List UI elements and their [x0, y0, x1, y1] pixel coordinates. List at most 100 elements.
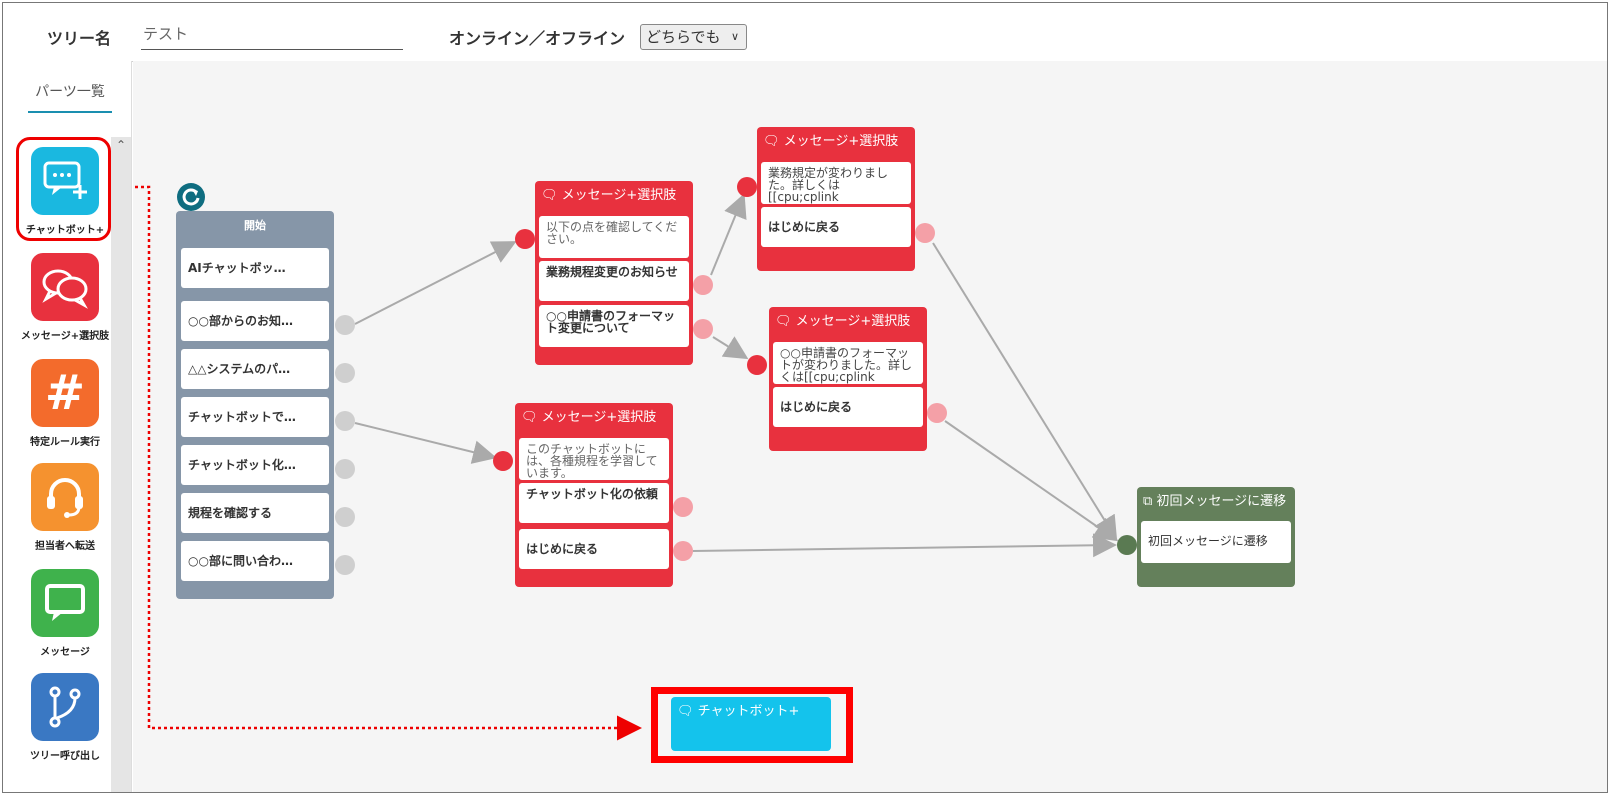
node-option[interactable]: ○○申請書のフォーマット変更について — [539, 305, 689, 347]
node-option[interactable]: 業務規程変更のお知らせ — [539, 261, 689, 301]
headset-icon — [31, 463, 99, 531]
drag-path-indicator — [133, 185, 642, 741]
message-choices-icon: 🗨 — [541, 188, 558, 203]
edge-line — [710, 193, 747, 276]
message-choice-node[interactable]: 🗨 メッセージ+選択肢 ○○申請書のフォーマットが変わりました。詳しくは[[cp… — [769, 307, 927, 451]
output-port[interactable] — [335, 411, 355, 431]
start-option[interactable]: チャットボットで… — [181, 397, 329, 437]
part-specific-rule[interactable]: # 特定ルール実行 — [17, 359, 113, 448]
output-port[interactable] — [915, 223, 935, 243]
output-port[interactable] — [693, 275, 713, 295]
node-option[interactable]: はじめに戻る — [773, 387, 923, 427]
node-title: 開始 — [244, 219, 266, 232]
message-choices-icon: 🗨 — [763, 134, 780, 149]
node-option[interactable]: はじめに戻る — [761, 207, 911, 247]
start-node[interactable]: 開始 AIチャットボッ… ○○部からのお知… △△システムのパ… チャットボット… — [176, 211, 334, 599]
node-option[interactable]: チャットボット化の依頼 — [519, 483, 669, 523]
output-port[interactable] — [335, 555, 355, 575]
node-option[interactable]: はじめに戻る — [519, 529, 669, 569]
dropped-node-highlight — [651, 687, 853, 763]
node-title: メッセージ+選択肢 — [795, 314, 911, 329]
input-port[interactable] — [493, 451, 513, 471]
part-transfer-operator[interactable]: 担当者へ転送 — [17, 463, 113, 552]
goto-first-message-node[interactable]: ⧉ 初回メッセージに遷移 初回メッセージに遷移 — [1137, 487, 1295, 587]
node-header: 🗨 メッセージ+選択肢 — [535, 181, 693, 211]
node-header: 🗨 メッセージ+選択肢 — [757, 127, 915, 157]
start-option[interactable]: AIチャットボッ… — [181, 248, 329, 288]
flow-canvas[interactable]: 開始 AIチャットボッ… ○○部からのお知… △△システムのパ… チャットボット… — [133, 61, 1607, 792]
part-label: チャットボット+ — [25, 225, 105, 236]
message-choice-node[interactable]: 🗨 メッセージ+選択肢 業務規定が変わりました。詳しくは[[cpu;cplink… — [757, 127, 915, 271]
sidebar-scrollbar[interactable] — [111, 137, 131, 792]
output-port[interactable] — [335, 459, 355, 479]
input-port[interactable] — [737, 177, 757, 197]
node-title: メッセージ+選択肢 — [783, 134, 899, 149]
node-header: 🗨 チャットボット+ — [671, 697, 831, 727]
output-port[interactable] — [335, 363, 355, 383]
message-choices-icon — [31, 253, 99, 321]
part-label: メッセージ+選択肢 — [20, 331, 110, 342]
header-bar: ツリー名 オンライン／オフライン どちらでも ∨ — [3, 3, 1607, 62]
chatbot-part-highlight — [16, 137, 111, 241]
scroll-up-icon[interactable]: ⌃ — [115, 138, 127, 152]
output-port[interactable] — [693, 319, 713, 339]
hash-icon: # — [31, 359, 99, 427]
chatbot-plus-icon — [31, 147, 99, 215]
output-port[interactable] — [673, 541, 693, 561]
node-header: ⧉ 初回メッセージに遷移 — [1137, 487, 1295, 517]
input-port[interactable] — [1117, 535, 1137, 555]
start-option[interactable]: ○○部に問い合わ… — [181, 541, 329, 581]
chatbot-plus-node[interactable]: 🗨 チャットボット+ — [671, 697, 831, 751]
connection-lines — [133, 185, 1119, 741]
start-option[interactable]: チャットボット化… — [181, 445, 329, 485]
refresh-icon[interactable] — [177, 183, 205, 211]
tab-parts-list[interactable]: パーツ一覧 — [28, 81, 112, 113]
part-label: 担当者へ転送 — [35, 541, 95, 552]
edge-line — [944, 420, 1119, 542]
message-choice-node[interactable]: 🗨 メッセージ+選択肢 このチャットボットには、各種規程を学習しています。 チャ… — [515, 403, 673, 587]
node-body: 初回メッセージに遷移 — [1141, 521, 1291, 563]
node-title: 初回メッセージに遷移 — [1156, 494, 1287, 509]
node-message: 以下の点を確認してください。 — [539, 216, 689, 258]
online-offline-label: オンライン／オフライン — [449, 29, 626, 48]
external-link-icon: ⧉ — [1143, 494, 1153, 509]
output-port[interactable] — [335, 315, 355, 335]
edge-line — [712, 336, 749, 360]
input-port[interactable] — [747, 355, 767, 375]
part-label: メッセージ — [40, 647, 90, 658]
tree-name-label: ツリー名 — [47, 29, 112, 48]
node-title: チャットボット+ — [697, 704, 800, 719]
tree-name-input[interactable] — [141, 17, 403, 50]
message-choice-node[interactable]: 🗨 メッセージ+選択肢 以下の点を確認してください。 業務規程変更のお知らせ ○… — [535, 181, 693, 365]
output-port[interactable] — [335, 507, 355, 527]
node-title: メッセージ+選択肢 — [561, 188, 677, 203]
output-port[interactable] — [927, 403, 947, 423]
message-icon — [31, 569, 99, 637]
node-title: メッセージ+選択肢 — [541, 410, 657, 425]
part-chatbot-plus[interactable]: チャットボット+ — [17, 147, 113, 236]
node-header: 🗨 メッセージ+選択肢 — [769, 307, 927, 337]
part-message[interactable]: メッセージ — [17, 569, 113, 658]
part-message-choices[interactable]: メッセージ+選択肢 — [17, 253, 113, 342]
chevron-down-icon: ∨ — [730, 30, 739, 43]
node-message: 業務規定が変わりました。詳しくは[[cpu;cplink — [761, 162, 911, 204]
message-choices-icon: 🗨 — [775, 314, 792, 329]
start-option[interactable]: 規程を確認する — [181, 493, 329, 533]
part-label: ツリー呼び出し — [30, 751, 100, 762]
start-option[interactable]: ○○部からのお知… — [181, 301, 329, 341]
part-tree-call[interactable]: ツリー呼び出し — [17, 673, 113, 762]
output-port[interactable] — [673, 497, 693, 517]
chatbot-plus-icon: 🗨 — [677, 704, 694, 719]
message-choices-icon: 🗨 — [521, 410, 538, 425]
node-message: ○○申請書のフォーマットが変わりました。詳しくは[[cpu;cplink — [773, 342, 923, 384]
edge-line — [932, 242, 1118, 541]
node-message: このチャットボットには、各種規程を学習しています。 — [519, 438, 669, 480]
online-offline-select[interactable]: どちらでも ∨ — [640, 24, 747, 50]
part-label: 特定ルール実行 — [30, 437, 100, 448]
online-offline-select-value: どちらでも — [646, 28, 721, 46]
branch-icon — [31, 673, 99, 741]
edge-line — [692, 533, 1117, 558]
start-option[interactable]: △△システムのパ… — [181, 349, 329, 389]
input-port[interactable] — [515, 229, 535, 249]
